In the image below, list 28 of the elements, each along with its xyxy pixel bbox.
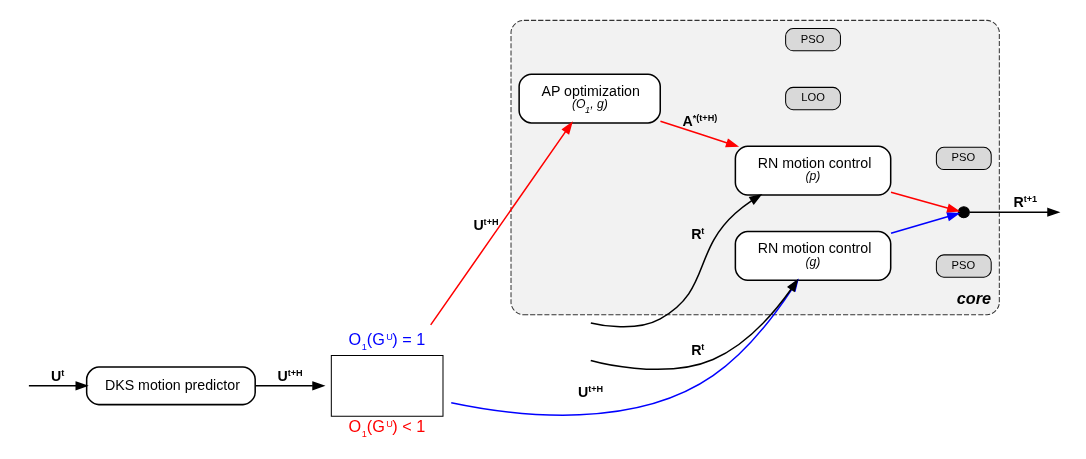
node-box: PSO	[935, 146, 992, 171]
node-box: PSO	[784, 27, 841, 52]
arrow	[889, 191, 960, 213]
node-box: LOO	[784, 86, 841, 111]
node-box: RN motion control (p)	[734, 145, 891, 196]
edge-label: U$^{t+H}$	[277, 367, 303, 384]
edge-label: U$^{t}$	[50, 367, 64, 384]
edge-label: U$^{t+H}$	[472, 216, 499, 233]
edge-label: U$^{t+H}$	[577, 384, 603, 401]
edge-label: R$^{t}$	[690, 341, 704, 358]
arrow	[889, 212, 960, 235]
node-box: RN motion control (g)	[734, 230, 891, 281]
node-box	[330, 354, 443, 417]
node-box: DKS motion predictor	[85, 366, 256, 406]
edge-label: A$^{*(t+H)}$	[682, 113, 717, 130]
node-label: O$_{1}$(G$^{U}$) = 1	[348, 330, 425, 353]
arrow	[968, 207, 1060, 217]
node-circle	[957, 206, 970, 219]
edge-label: R$^{t+1}$	[1013, 194, 1037, 211]
arrow	[27, 381, 89, 391]
node-box: AP optimization (O$_{1}$, g)	[517, 73, 661, 124]
arrow	[254, 381, 325, 391]
edge-label: R$^{t}$	[690, 225, 704, 242]
arrow	[659, 120, 739, 148]
arrow	[429, 121, 573, 326]
node-box: PSO	[935, 254, 992, 278]
node-label: O$_{1}$(G$^{U}$) < 1	[348, 417, 425, 440]
arrow	[589, 193, 762, 328]
